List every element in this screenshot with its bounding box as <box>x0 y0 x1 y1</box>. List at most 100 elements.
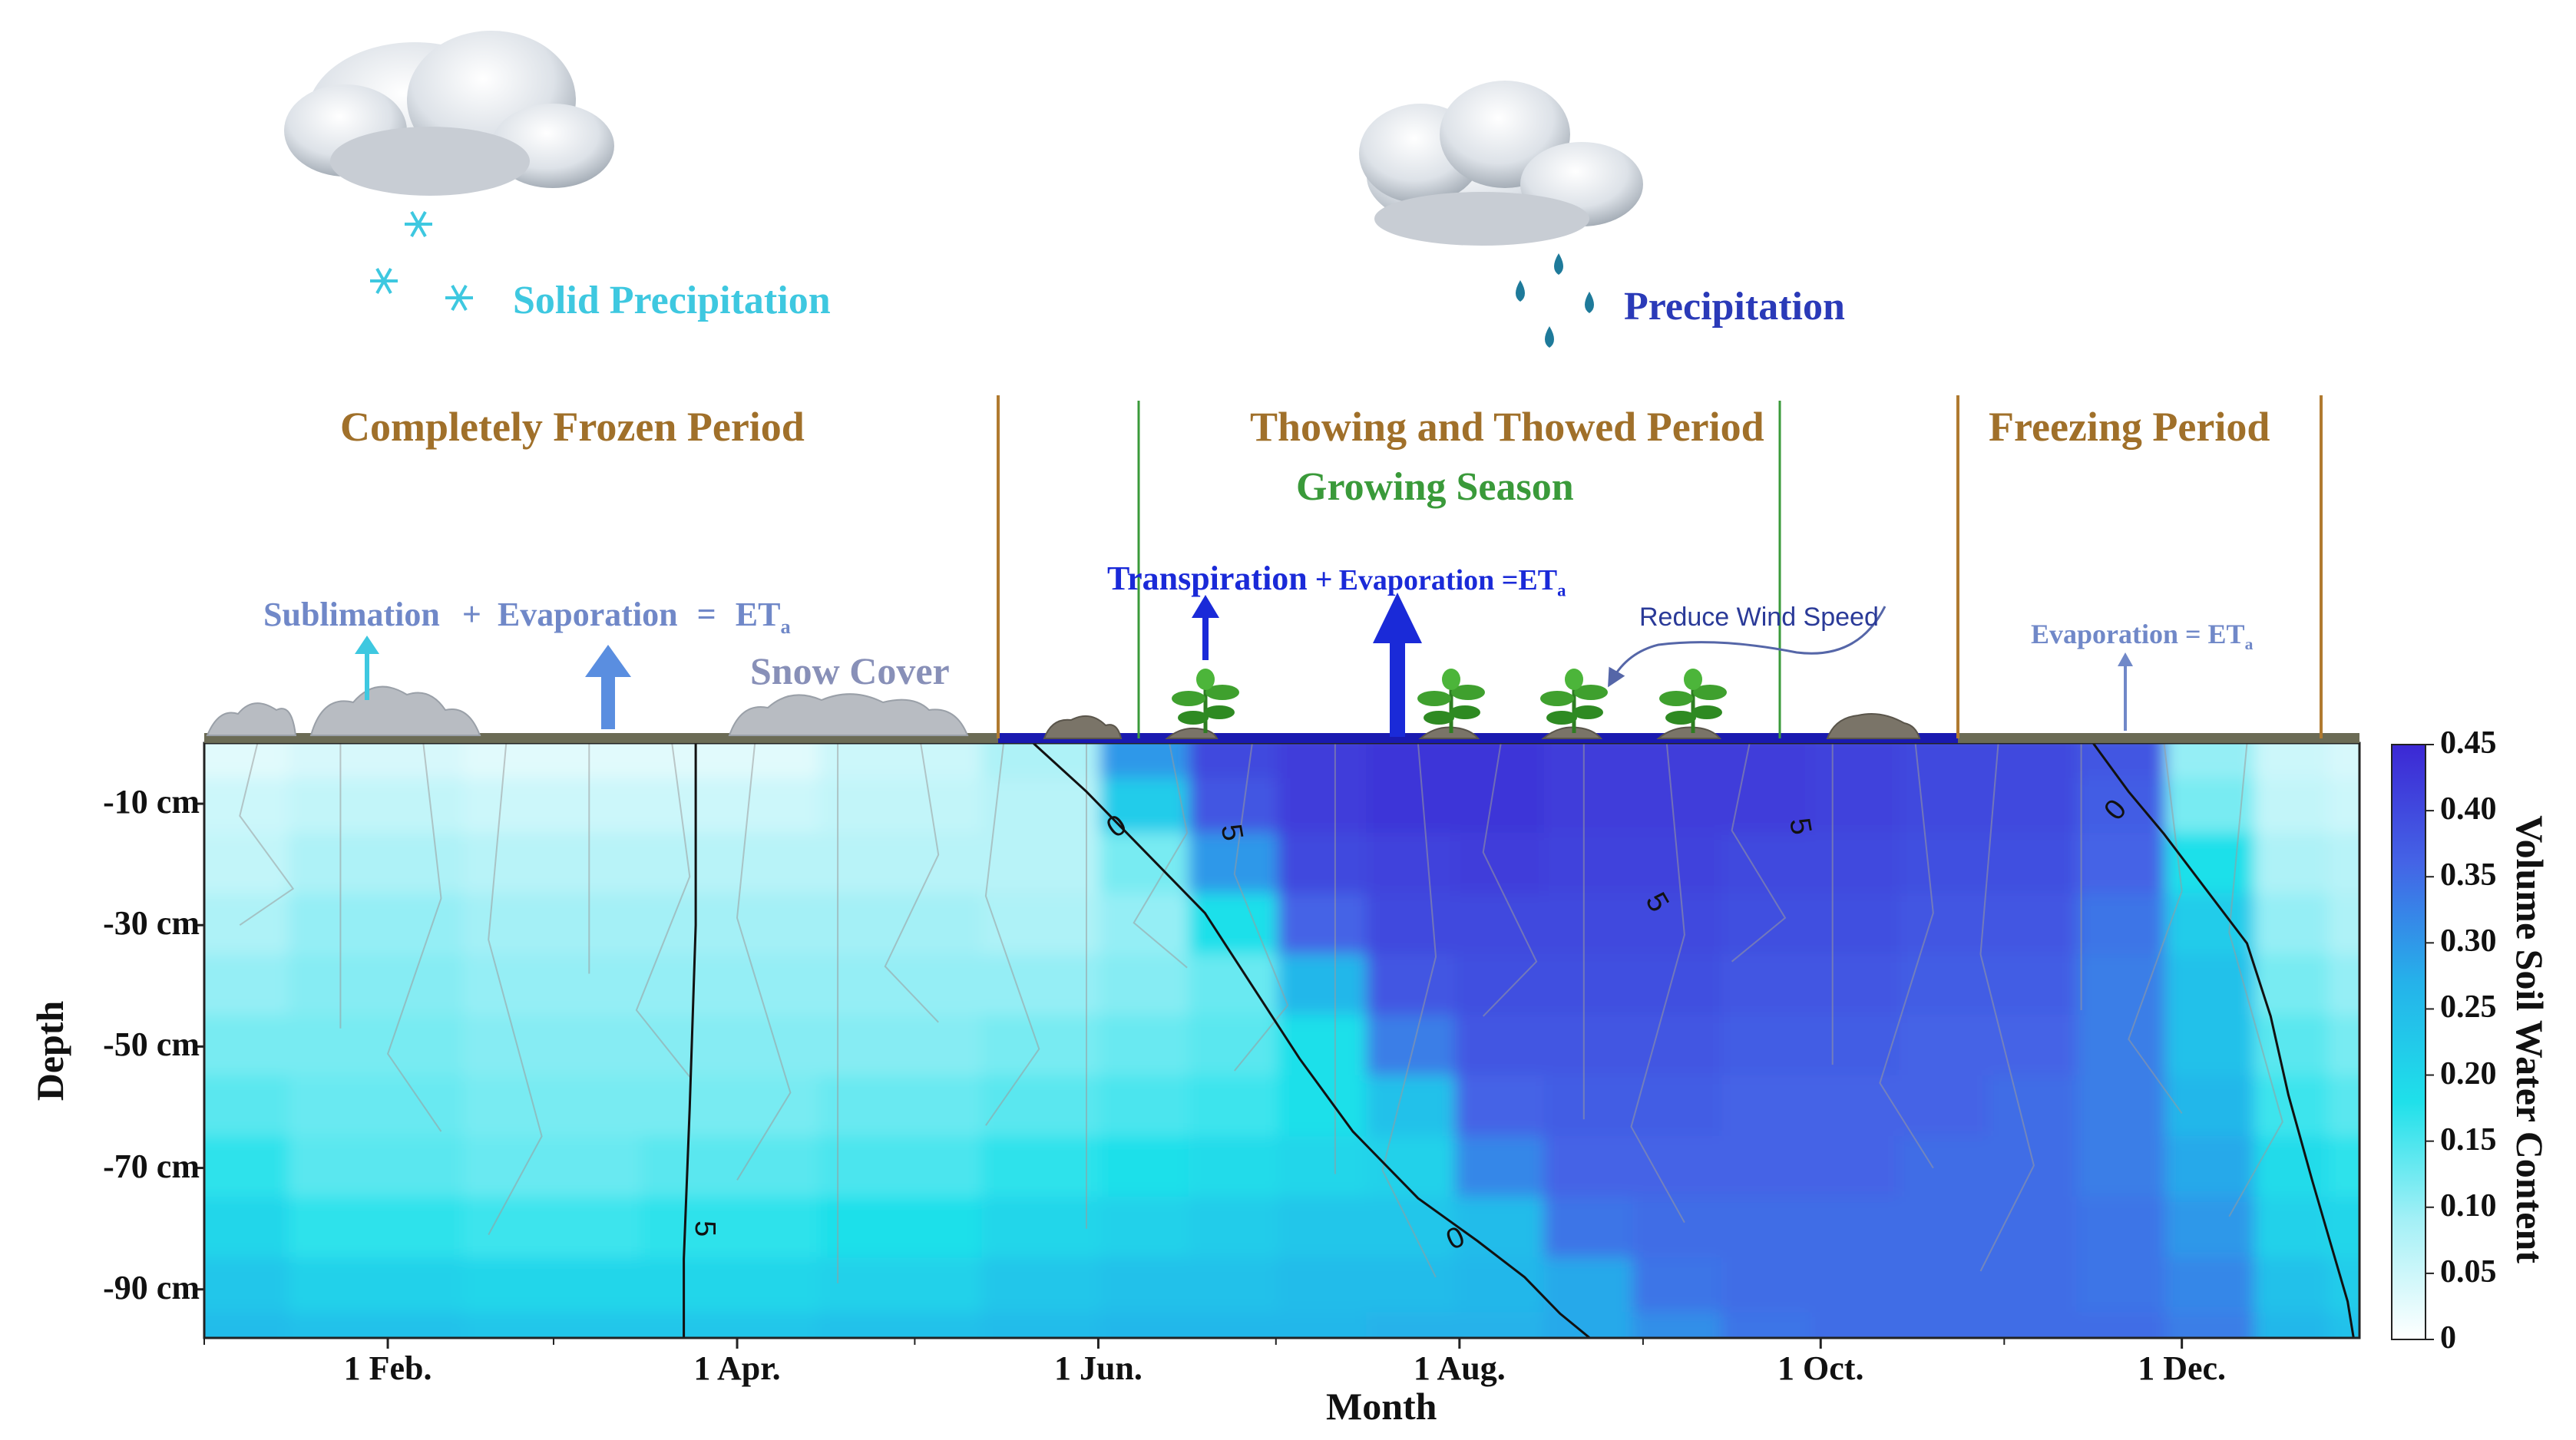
heatmap-cell <box>1100 1014 1192 1078</box>
heatmap-cell <box>1899 1197 1992 1261</box>
heatmap-cell <box>1454 1014 1547 1078</box>
colorbar-tick-label: 0.10 <box>2440 1187 2497 1224</box>
heatmap-cell <box>640 953 822 1018</box>
heatmap-cell <box>1543 743 1636 781</box>
sublimation-label: Sublimation <box>263 596 440 633</box>
heatmap-cell <box>1100 1197 1192 1261</box>
heatmap-cell <box>1277 778 1370 836</box>
heatmap-cell <box>1100 832 1192 897</box>
heatmap-cell <box>1543 893 1636 957</box>
heatmap-cell <box>1810 832 1903 897</box>
colorbar-tick-label: 0.45 <box>2440 725 2497 761</box>
y-tick-label: -90 cm <box>103 1268 200 1306</box>
reduce-wind-label: Reduce Wind Speed <box>1639 603 1879 632</box>
heatmap-cell <box>1632 1312 1725 1338</box>
heatmap-cell <box>1810 1197 1903 1261</box>
heatmap-cell <box>2076 1312 2169 1338</box>
heatmap-cell <box>1632 1257 1725 1316</box>
heatmap-cell <box>1366 1136 1458 1201</box>
heatmap-cell <box>1277 1197 1370 1261</box>
heatmap-cell <box>1988 1312 2080 1338</box>
summer-flux-annotation: Transpiration + Evaporation =ETa <box>1107 559 1566 601</box>
rain-cloud-icon <box>1359 81 1643 246</box>
heatmap-cell <box>1899 1136 1992 1201</box>
heatmap-cell <box>2254 1197 2332 1261</box>
heatmap-cell <box>288 778 467 836</box>
heatmap-cell <box>1899 832 1992 897</box>
heatmap-cell <box>1454 1257 1547 1316</box>
heatmap-cell <box>2328 893 2359 957</box>
snow-cover-icon <box>206 685 969 736</box>
x-tick-label: 1 Apr. <box>693 1349 781 1387</box>
heatmap-cell <box>1810 743 1903 781</box>
heatmap-cell <box>288 1136 467 1201</box>
heatmap-cell <box>1632 1075 1725 1140</box>
heatmap-cell <box>1899 1014 1992 1078</box>
heatmap-cell <box>1277 1312 1370 1338</box>
heatmap-cell <box>463 1136 644 1201</box>
heatmap-cell <box>1899 743 1992 781</box>
heatmap-cell <box>1988 743 2080 781</box>
heatmap-cell <box>463 743 644 781</box>
heatmap-cell <box>1899 1312 1992 1338</box>
contour-minor-line <box>736 743 792 1181</box>
heatmap-cell <box>981 1312 1103 1338</box>
heatmap-cell <box>1899 953 1992 1018</box>
heatmap-cell <box>1277 743 1370 781</box>
heatmap-cell <box>2165 1312 2258 1338</box>
heatmap-cell <box>2165 1075 2258 1140</box>
heatmap-cell <box>1188 743 1281 781</box>
heatmap-cell <box>2076 743 2169 781</box>
y-tick-label: -10 cm <box>103 783 200 821</box>
x-tick-label: 1 Aug. <box>1413 1349 1506 1387</box>
heatmap-cell <box>288 953 467 1018</box>
heatmap-cell <box>2254 778 2332 836</box>
contour-minor-line <box>1381 743 1437 1278</box>
plant-icon <box>1172 669 1727 733</box>
contour-minor-line <box>2228 743 2283 1217</box>
heatmap-cell <box>981 893 1103 957</box>
heatmap-cell <box>1277 1257 1370 1316</box>
heatmap-cell <box>204 1136 292 1201</box>
heatmap-cell <box>1721 1197 1814 1261</box>
heatmap-cell <box>204 1075 292 1140</box>
heatmap-cell <box>1810 1257 1903 1316</box>
heatmap-cell <box>2165 953 2258 1018</box>
growing-season-label: Growing Season <box>1296 465 1574 509</box>
heatmap-cell <box>463 893 644 957</box>
heatmap-cell <box>1366 1312 1458 1338</box>
heatmap-cell <box>463 1075 644 1140</box>
plus-sign-2: + <box>1314 562 1333 596</box>
heatmap-cell <box>818 953 985 1018</box>
wind-curve-icon <box>1608 606 1887 688</box>
heatmap-cell <box>1366 893 1458 957</box>
heatmap-cell <box>1188 1257 1281 1316</box>
contour-minor-line <box>1979 743 2035 1272</box>
summer-evaporation-arrow-icon <box>1373 593 1422 737</box>
heatmap-cell <box>818 893 985 957</box>
heatmap-cell <box>2165 1197 2258 1261</box>
heatmap-cell <box>463 1312 644 1338</box>
snow-cloud-icon <box>284 31 614 196</box>
heatmap-cell <box>1543 1075 1636 1140</box>
x-tick-label: 1 Feb. <box>343 1349 432 1387</box>
heatmap-cell <box>2165 1014 2258 1078</box>
colorbar-label: Volume Soil Water Content <box>2508 815 2551 1263</box>
heatmap-cell <box>463 832 644 897</box>
contour-minor-line <box>1482 743 1538 1017</box>
heatmap-cell <box>818 778 985 836</box>
heatmap-cell <box>981 1257 1103 1316</box>
y-tick-label: -70 cm <box>103 1147 200 1185</box>
heatmap-cell <box>2254 1312 2332 1338</box>
heatmap-cell <box>818 1014 985 1078</box>
heatmap-cell <box>2076 1197 2169 1261</box>
snowflake-icon <box>370 211 473 311</box>
heatmap-cell <box>1366 1257 1458 1316</box>
heatmap-cell <box>2076 778 2169 836</box>
evaporation-arrow-icon <box>585 645 631 729</box>
heatmap-cell <box>1454 1075 1547 1140</box>
thawing-period-label: Thowing and Thowed Period <box>1250 404 1764 450</box>
heatmap-cell <box>2254 893 2332 957</box>
heatmap-cell <box>1810 1136 1903 1201</box>
